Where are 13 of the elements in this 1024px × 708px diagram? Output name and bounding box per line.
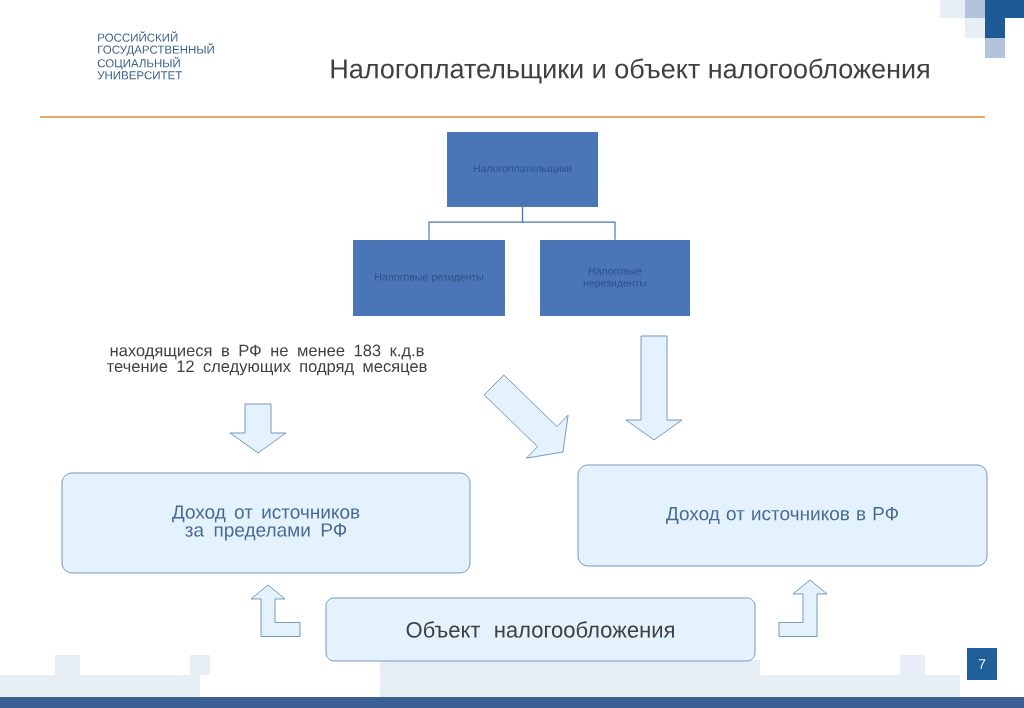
income-box: Доход от источников за пределами РФ bbox=[61, 472, 471, 574]
income-box: Доход от источников в РФ bbox=[577, 464, 988, 567]
block-arrow bbox=[483, 374, 569, 459]
note-text: находящиеся в РФ не менее 183 к.д.в течение 12 следующих подряд месяцев bbox=[106, 344, 427, 376]
block-arrow bbox=[778, 579, 828, 637]
block-arrow bbox=[625, 335, 683, 441]
connector-line bbox=[521, 206, 616, 241]
university-name: РОССИЙСКИЙ ГОСУДАРСТВЕННЫЙ СОЦИАЛЬНЫЙ УНИВЕРСИТЕТ bbox=[97, 31, 214, 80]
block-arrow bbox=[229, 403, 287, 454]
block-arrow bbox=[250, 584, 301, 637]
title: Налогоплательщики и объект налогообложения bbox=[331, 58, 929, 84]
page-number: 7 bbox=[967, 648, 997, 680]
object-box: Объект налогообложения bbox=[325, 597, 756, 662]
